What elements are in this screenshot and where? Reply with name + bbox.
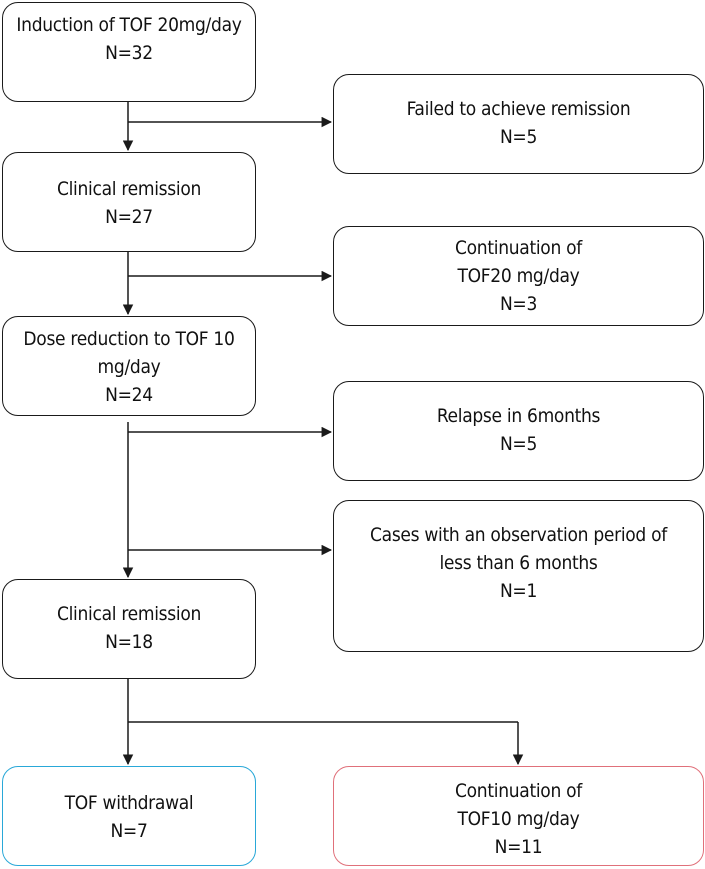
remission1-title: Clinical remission <box>56 178 202 200</box>
induction-box: Induction of TOF 20mg/day N=32 <box>2 2 256 102</box>
relapse-box: Relapse in 6months N=5 <box>333 381 704 481</box>
clinical-remission-box-2: Clinical remission N=18 <box>2 579 256 679</box>
continuation-tof10-box: Continuation of TOF10 mg/day N=11 <box>333 766 704 866</box>
continuation20-count: N=3 <box>499 293 538 315</box>
relapse-title: Relapse in 6months <box>436 405 601 427</box>
dose-reduction-box: Dose reduction to TOF 10 mg/day N=24 <box>2 316 256 416</box>
observation-count: N=1 <box>499 580 538 602</box>
reduction-title: Dose reduction to TOF 10 <box>23 328 235 350</box>
reduction-dose: mg/day <box>97 356 161 378</box>
induction-count: N=32 <box>105 42 153 64</box>
continuation-tof20-box: Continuation of TOF20 mg/day N=3 <box>333 226 704 326</box>
withdrawal-title: TOF withdrawal <box>64 792 194 814</box>
continuation10-count: N=11 <box>494 836 543 858</box>
short-observation-box: Cases with an observation period of less… <box>333 500 704 652</box>
remission2-count: N=18 <box>105 631 153 653</box>
failed-title: Failed to achieve remission <box>406 98 631 120</box>
continuation10-dose: TOF10 mg/day <box>457 808 580 830</box>
induction-title: Induction of TOF 20mg/day <box>16 14 242 36</box>
relapse-count: N=5 <box>499 433 538 455</box>
continuation20-dose: TOF20 mg/day <box>457 265 580 287</box>
continuation10-title: Continuation of <box>455 780 582 802</box>
failed-count: N=5 <box>499 126 538 148</box>
continuation20-title: Continuation of <box>455 237 582 259</box>
clinical-remission-box-1: Clinical remission N=27 <box>2 152 256 252</box>
remission1-count: N=27 <box>105 206 153 228</box>
failed-remission-box: Failed to achieve remission N=5 <box>333 74 704 174</box>
withdrawal-count: N=7 <box>110 820 148 842</box>
remission2-title: Clinical remission <box>56 603 202 625</box>
observation-title: Cases with an observation period of <box>370 524 667 546</box>
reduction-count: N=24 <box>105 384 153 406</box>
observation-subtitle: less than 6 months <box>439 552 598 574</box>
tof-withdrawal-box: TOF withdrawal N=7 <box>2 766 256 866</box>
